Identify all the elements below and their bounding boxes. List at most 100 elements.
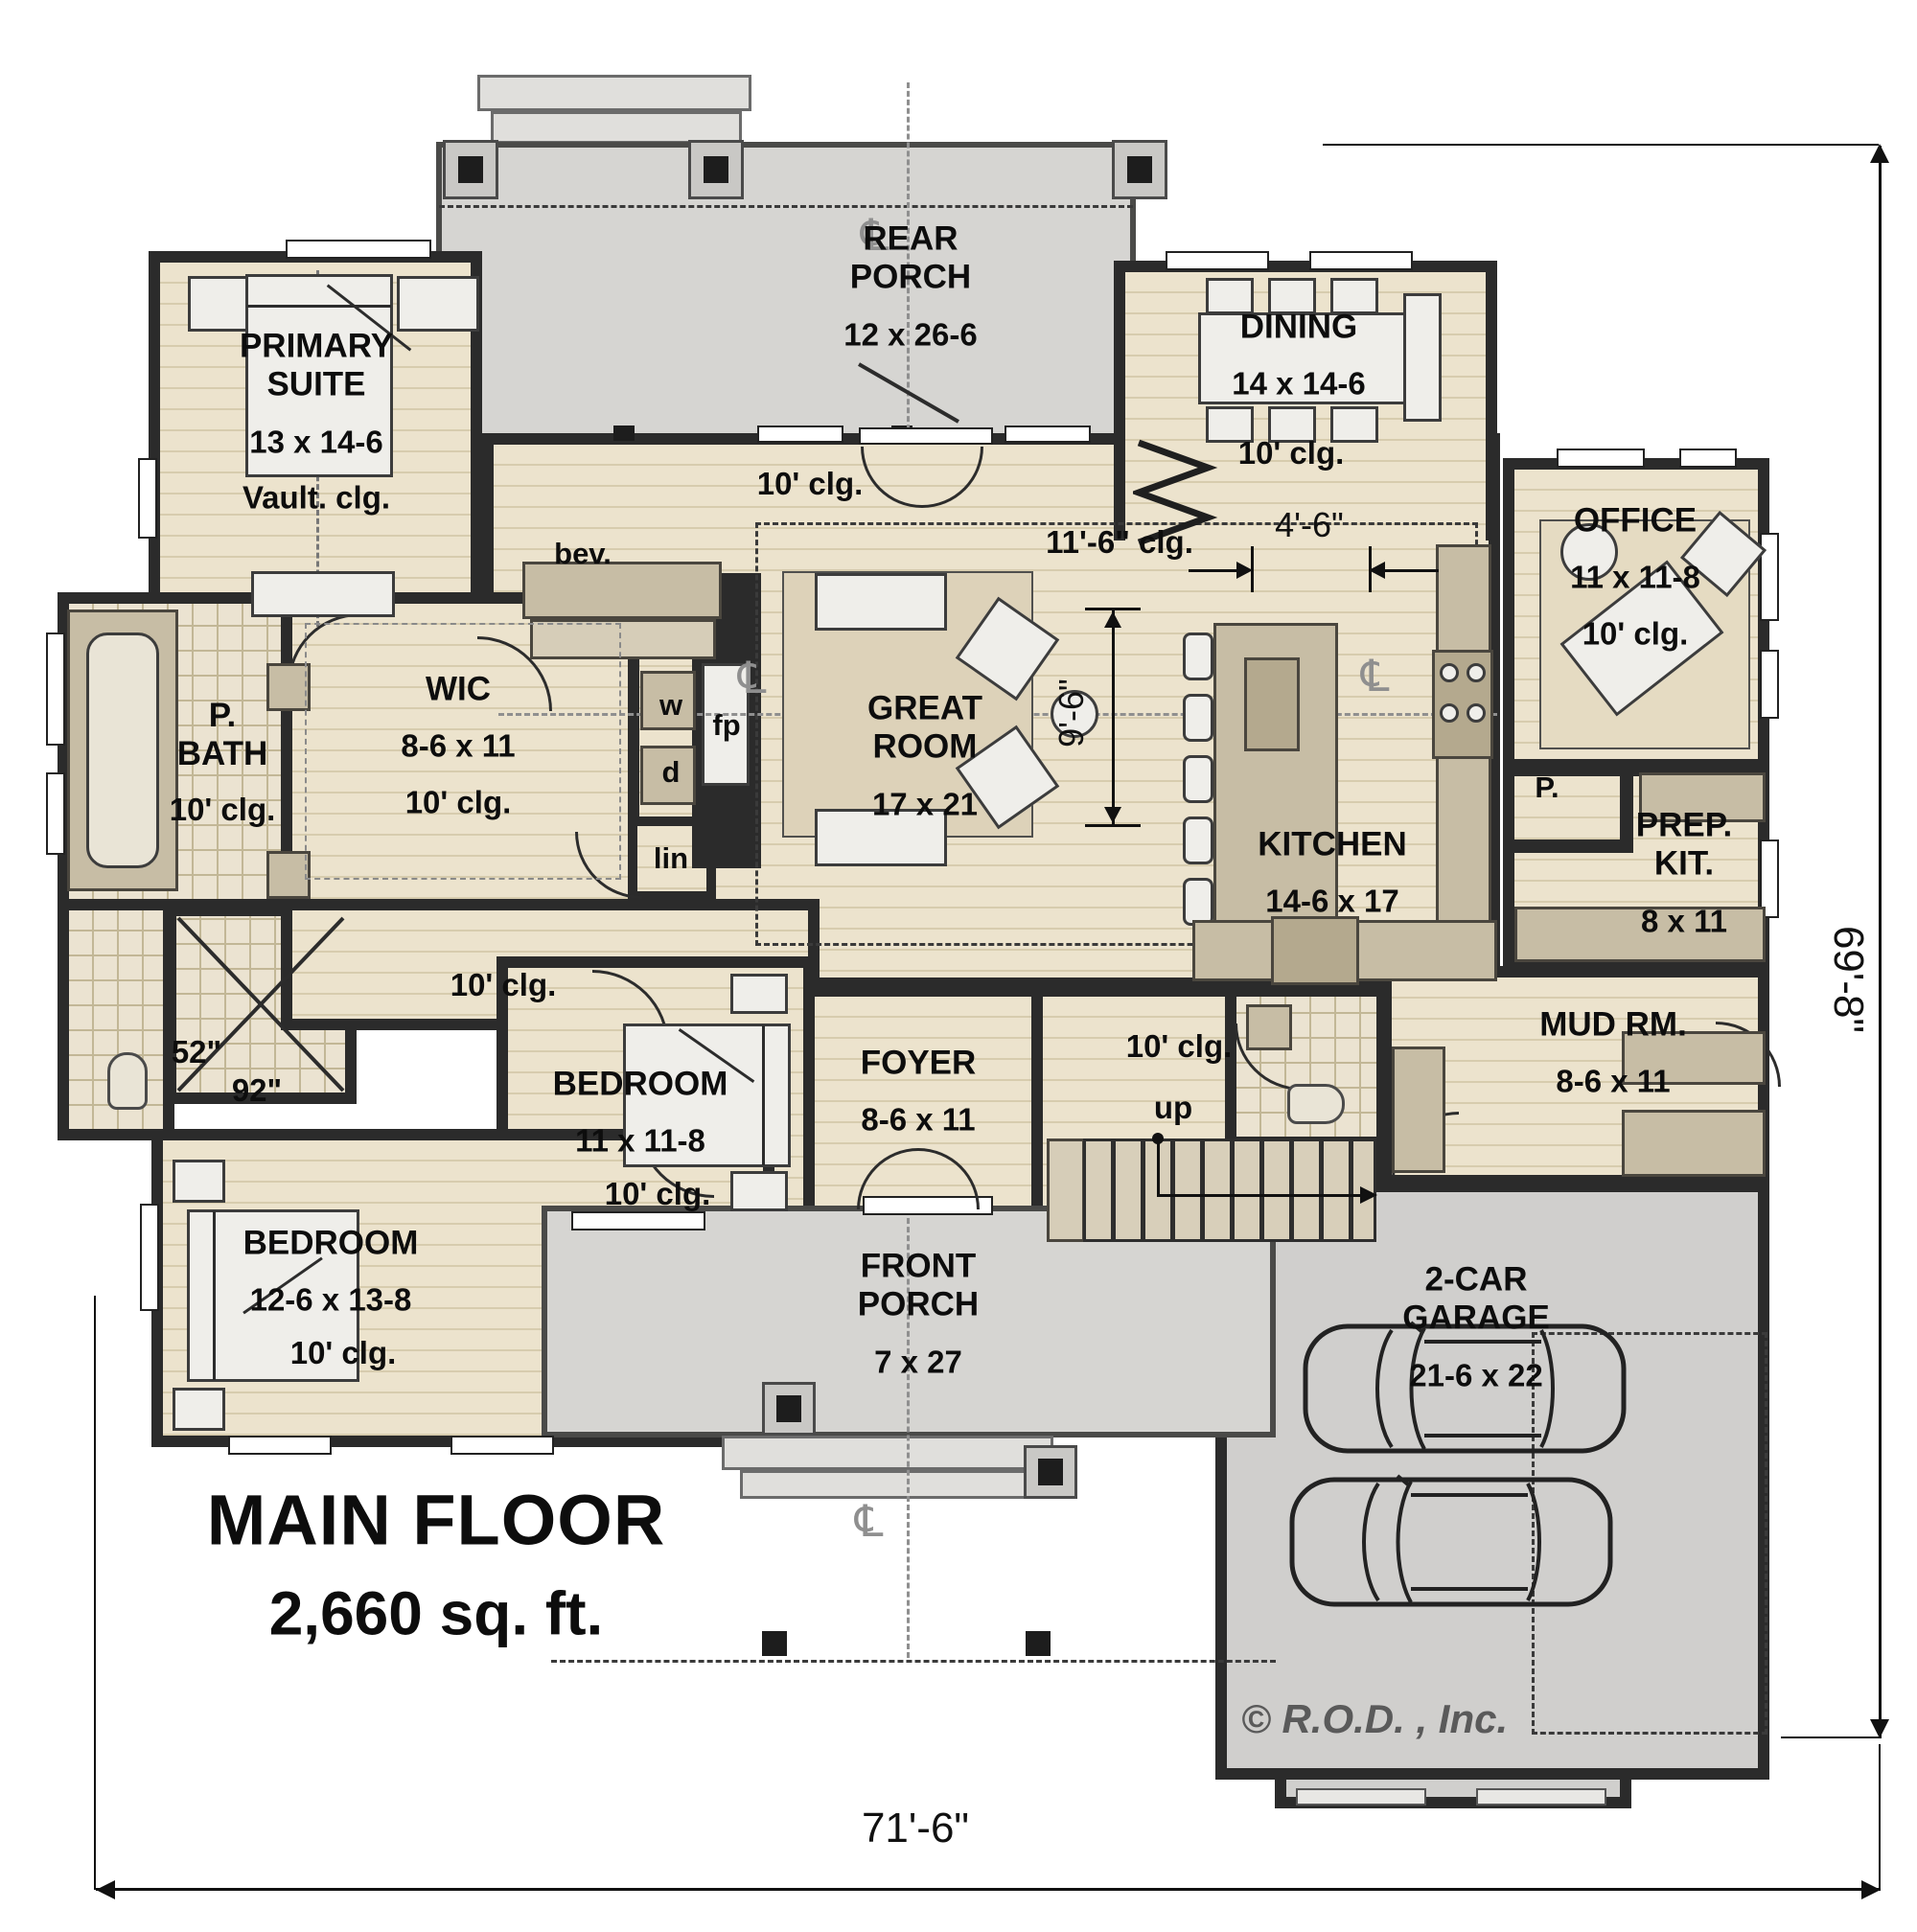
stair-arrow-head	[1360, 1186, 1377, 1204]
fireplace-insert	[702, 663, 750, 786]
great-room-label: GREAT ROOM 17 x 21	[867, 672, 982, 841]
room-name: OFFICE	[1573, 501, 1698, 540]
foyer-label: FOYER 8-6 x 11	[861, 1026, 977, 1158]
great-room-high-ceiling-label: 11'-6" clg.	[1046, 507, 1193, 578]
room-name: DINING	[1239, 308, 1358, 346]
dimension-value: 52"	[171, 1034, 222, 1070]
window	[138, 458, 157, 539]
front-porch-steps	[740, 1470, 1035, 1499]
front-roofline-dashed	[551, 1660, 1276, 1663]
dim-tick	[1369, 546, 1372, 592]
room-size: 7 x 27	[874, 1343, 962, 1379]
linen-label: lin	[654, 824, 688, 893]
dim-arrow	[1870, 144, 1889, 163]
window	[46, 632, 65, 746]
stair-landing	[1047, 1138, 1085, 1242]
dim-extension	[1323, 144, 1879, 146]
room-name: BEDROOM	[243, 1224, 419, 1262]
room-name: 2-CAR GARAGE	[1402, 1260, 1550, 1337]
window	[1309, 251, 1413, 270]
dining-chair	[1330, 406, 1378, 443]
garage-door	[1296, 1788, 1426, 1806]
window	[46, 772, 65, 855]
dining-label: DINING 14 x 14-6	[1232, 290, 1365, 422]
room-name: FRONT PORCH	[857, 1247, 980, 1323]
bar-stool	[1183, 816, 1213, 864]
nightstand	[730, 1171, 788, 1211]
island-length-dimension: 9'-6"	[1051, 678, 1091, 748]
mud-cubby	[1622, 1110, 1766, 1177]
room-ceiling: 11'-6" clg.	[1046, 524, 1193, 560]
window	[1679, 448, 1737, 468]
room-ceiling: 10' clg.	[1237, 435, 1345, 471]
room-size: 21-6 x 22	[1409, 1356, 1543, 1392]
porch-post	[613, 426, 635, 441]
prep-counter	[1514, 907, 1766, 962]
dim-extension	[1781, 1736, 1881, 1738]
toilet	[1287, 1084, 1345, 1124]
dryer-label: d	[662, 738, 681, 807]
room-ceiling: 10' clg.	[169, 791, 276, 827]
bed-headboard-line	[762, 1025, 765, 1165]
beverage-cabinet	[530, 619, 716, 659]
nightstand	[730, 974, 788, 1014]
garage-label: 2-CAR GARAGE 21-6 x 22	[1402, 1243, 1550, 1413]
side-table	[1051, 690, 1098, 738]
window	[1557, 448, 1645, 468]
plan-title-text: MAIN FLOOR	[206, 1480, 666, 1560]
room-size: 11 x 11-8	[575, 1122, 705, 1159]
dim-arrow	[1861, 1880, 1881, 1899]
beverage-counter	[522, 562, 722, 619]
prep-kitchen-label: PREP. KIT. 8 x 11	[1636, 789, 1733, 958]
window	[450, 1436, 554, 1455]
room-size: 12-6 x 13-8	[249, 1281, 412, 1318]
dim-arrow	[96, 1880, 115, 1899]
dining-ceiling-label: 10' clg.	[1238, 418, 1345, 489]
room-name: FOYER	[860, 1044, 977, 1082]
dim-line	[1879, 146, 1882, 1738]
room-ceiling: 10' clg.	[289, 1335, 397, 1370]
room-name: PRIMARY SUITE	[239, 327, 394, 403]
staircase	[1083, 1138, 1376, 1242]
stair-up-label: up	[1154, 1072, 1192, 1143]
rear-porch-label: REAR PORCH 12 x 26-6	[843, 202, 977, 372]
centerline-icon: ℄	[855, 1496, 884, 1546]
plan-area-text: 2,660 sq. ft.	[268, 1578, 604, 1648]
great-room-low-ceiling-label: 10' clg.	[757, 448, 864, 519]
window	[286, 240, 431, 259]
island-gap-dimension: 4'-6"	[1275, 505, 1344, 544]
porch-column	[762, 1382, 816, 1436]
front-porch-steps	[722, 1436, 1053, 1470]
bed-headboard-line	[247, 305, 391, 308]
wic-label: WIC 8-6 x 11 10' clg.	[401, 653, 515, 838]
fixture-name: d	[661, 755, 681, 789]
fixture-name: w	[658, 688, 683, 722]
dining-chair	[1268, 406, 1316, 443]
nightstand	[173, 1388, 225, 1431]
room-name: P. BATH	[176, 696, 268, 772]
office-chair	[1560, 523, 1618, 581]
pantry-wall	[1503, 840, 1633, 853]
accordion-door-icon	[1133, 439, 1218, 546]
room-size: 11 x 11-8	[1570, 559, 1700, 595]
garage-door	[1476, 1788, 1606, 1806]
room-size: 8-6 x 11	[401, 727, 516, 764]
burner-icon	[1467, 663, 1486, 682]
window	[1166, 251, 1269, 270]
stair-ceiling-label: 10' clg.	[1126, 1011, 1233, 1082]
room-size: 8-6 x 11	[1556, 1063, 1671, 1099]
room-name: MUD RM.	[1539, 1005, 1687, 1044]
pantry-label: P.	[1535, 753, 1559, 822]
centerline-icon: ℄	[738, 653, 767, 702]
sofa	[815, 573, 947, 631]
closet-shelving-dashed	[305, 623, 621, 880]
bar-stool	[1183, 755, 1213, 803]
room-name: WIC	[425, 670, 492, 708]
porch-column	[443, 140, 498, 199]
bar-stool	[1183, 632, 1213, 680]
prep-counter	[1639, 772, 1766, 822]
kitchen-label: KITCHEN 14-6 x 17	[1258, 808, 1407, 939]
bedroom-2-label: BEDROOM 11 x 11-8	[553, 1047, 728, 1179]
room-name: REAR PORCH	[849, 219, 972, 296]
room-size: 12 x 26-6	[843, 315, 978, 352]
